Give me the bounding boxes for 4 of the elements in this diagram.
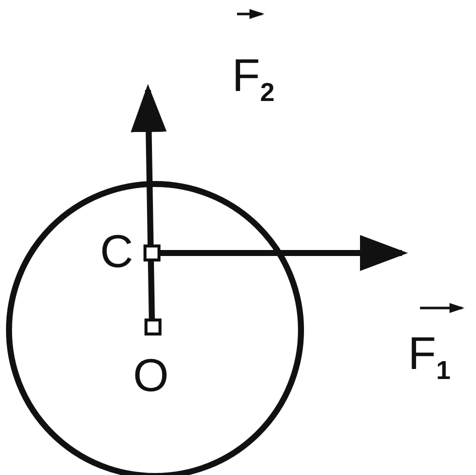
- point-label: C: [100, 228, 134, 274]
- force-label: F$_{2}$: [232, 52, 275, 106]
- point-label: O: [133, 352, 169, 398]
- force-label: F$_{1}$: [408, 330, 451, 384]
